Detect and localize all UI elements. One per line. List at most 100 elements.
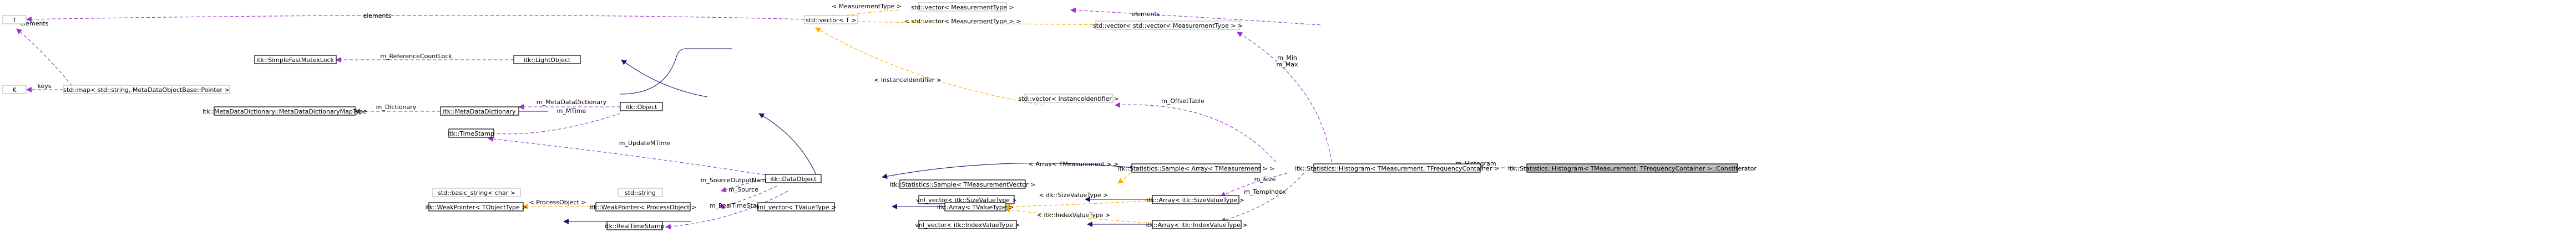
node-vector-t[interactable]: std::vector< T >: [804, 15, 858, 24]
node-k[interactable]: K: [2, 85, 27, 94]
node-array-indexvaluetype[interactable]: itk::Array< itk::IndexValueType >: [1146, 220, 1248, 229]
node-timestamp-label: itk::TimeStamp: [448, 130, 494, 137]
node-array-sizevaluetype-label: itk::Array< itk::SizeValueType >: [1147, 197, 1244, 204]
node-object-label: itk::Object: [626, 104, 658, 111]
node-histogram-constiterator-label: itk::Statistics::Histogram< TMeasurement…: [1508, 165, 1757, 172]
node-weakpointer-tobject-label: itk::WeakPointer< TObjectType >: [425, 204, 527, 211]
node-simplefastmutexlock[interactable]: itk::SimpleFastMutexLock: [254, 55, 337, 64]
node-object[interactable]: itk::Object: [620, 102, 663, 111]
node-histogram-constiterator[interactable]: itk::Statistics::Histogram< TMeasurement…: [1508, 163, 1757, 173]
node-simplefastmutexlock-label: itk::SimpleFastMutexLock: [256, 56, 334, 64]
label-instanceidentifier: < InstanceIdentifier >: [874, 76, 942, 84]
node-vector-measurementtype-label: std::vector< MeasurementType >: [911, 4, 1014, 11]
label-elements-vec: elements: [1131, 11, 1160, 18]
node-mdd-map-type[interactable]: itk::MetaDataDictionary::MetaDataDiction…: [203, 106, 367, 116]
label-indexvaluetype: < itk::IndexValueType >: [1037, 212, 1110, 219]
label-min: m_Min: [1277, 54, 1297, 61]
edge-histogram-size-to-array-size: [1220, 173, 1288, 197]
node-vnl-vector-sizevaluetype[interactable]: vnl_vector< itk::SizeValueType >: [916, 195, 1017, 204]
node-std-map[interactable]: std::map< std::string, MetaDataObjectBas…: [63, 85, 230, 94]
edge-object-mtime-to-timestamp: [488, 113, 621, 136]
edge-dataobject-realtimestamp-to-realtimestamp: [665, 190, 788, 230]
node-vector-instanceidentifier-label: std::vector< InstanceIdentifier >: [1018, 95, 1119, 102]
node-std-map-label: std::map< std::string, MetaDataObjectBas…: [63, 86, 230, 94]
label-metadatadict: m_MetaDataDictionary: [537, 99, 607, 106]
label-updatemtime: m_UpdateMTime: [619, 140, 671, 147]
edge-sample-array-to-dataobject: [882, 163, 1135, 179]
node-weakpointer-processobject-label: itk::WeakPointer< ProcessObject >: [590, 204, 697, 211]
edge-map-elements-to-t: [16, 28, 73, 86]
node-lightobject[interactable]: itk::LightObject: [513, 55, 581, 64]
node-dataobject[interactable]: itk::DataObject: [765, 174, 822, 183]
node-vnl-vector-indexvaluetype[interactable]: vnl_vector< itk::IndexValueType >: [915, 220, 1020, 229]
node-std-string[interactable]: std::string: [618, 188, 663, 197]
label-size: m_Size: [1254, 176, 1276, 183]
label-mtime: m_MTime: [557, 107, 586, 115]
node-k-label: K: [12, 86, 17, 94]
node-t[interactable]: T: [2, 15, 27, 24]
label-array-tmeasurement: < Array< TMeasurement > >: [1029, 161, 1119, 168]
edge-vec-inst-to-vector-t: [815, 27, 1044, 106]
node-metadatadictionary-label: itk::MetaDataDictionary: [443, 108, 516, 115]
label-elements-map: elements: [20, 20, 48, 27]
node-metadatadictionary[interactable]: itk::MetaDataDictionary: [440, 106, 519, 116]
node-timestamp[interactable]: itk::TimeStamp: [448, 128, 494, 138]
label-vec-measurementtype: < std::vector< MeasurementType > >: [904, 18, 1021, 25]
node-array-indexvaluetype-label: itk::Array< itk::IndexValueType >: [1146, 221, 1247, 229]
node-vnl-vector-indexvaluetype-label: vnl_vector< itk::IndexValueType >: [915, 221, 1020, 229]
node-array-tvaluetype[interactable]: itk::Array< TValueType >: [937, 202, 1014, 212]
node-vector-vector-measurementtype[interactable]: std::vector< std::vector< MeasurementTyp…: [1093, 20, 1243, 30]
node-array-sizevaluetype[interactable]: itk::Array< itk::SizeValueType >: [1147, 195, 1244, 204]
node-basic-string[interactable]: std::basic_string< char >: [432, 188, 521, 197]
label-tempindex: m_TempIndex: [1244, 188, 1286, 195]
edge-dataobject-to-object: [758, 113, 819, 181]
label-dictionary: m_Dictionary: [376, 104, 417, 111]
edge-histogram-offsettable-to-vec-inst: [1115, 102, 1277, 163]
label-realtimestamp: m_RealTimeStamp: [710, 202, 767, 209]
edge-vector-t-elements-to-t: [26, 14, 805, 22]
node-histogram-label: itk::Statistics::Histogram< TMeasurement…: [1295, 165, 1499, 172]
label-elements-t: elements: [363, 12, 391, 19]
node-lightobject-label: itk::LightObject: [524, 56, 571, 64]
edge-array-size-to-array-t: [1005, 200, 1153, 209]
node-weakpointer-processobject[interactable]: itk::WeakPointer< ProcessObject >: [590, 202, 697, 212]
node-dataobject-label: itk::DataObject: [770, 176, 817, 183]
label-measurementtype: < MeasurementType >: [832, 3, 902, 10]
node-vnl-vector-tvaluetype[interactable]: vnl_vector< TValueType >: [756, 202, 837, 212]
node-realtimestamp-label: itk::RealTimeStamp: [605, 223, 665, 230]
label-keys: keys: [38, 83, 52, 90]
edge-lightobject-to-object: [620, 48, 732, 95]
node-histogram[interactable]: itk::Statistics::Histogram< TMeasurement…: [1295, 163, 1499, 173]
edge-object-from-lightobject: [621, 59, 708, 97]
node-weakpointer-tobject[interactable]: itk::WeakPointer< TObjectType >: [425, 202, 527, 212]
label-max: m_Max: [1277, 61, 1298, 68]
node-array-tvaluetype-label: itk::Array< TValueType >: [937, 204, 1014, 211]
node-sample-tmeasurementvector[interactable]: itk::Statistics::Sample< TMeasurementVec…: [890, 179, 1036, 189]
node-vnl-vector-sizevaluetype-label: vnl_vector< itk::SizeValueType >: [916, 197, 1017, 204]
edge-histogram-tempindex-to-array-index: [1220, 173, 1304, 223]
label-offsettable: m_OffsetTable: [1161, 97, 1205, 105]
edge-vec-vec-mt-elements-to-vec-mt: [1070, 7, 1321, 25]
label-source: m_Source: [728, 186, 758, 193]
label-refcountlock: m_ReferenceCountLock: [380, 53, 452, 60]
label-processobject: < ProcessObject >: [529, 199, 586, 206]
node-vector-measurementtype[interactable]: std::vector< MeasurementType >: [911, 2, 1014, 12]
node-vnl-vector-tvaluetype-label: vnl_vector< TValueType >: [756, 204, 837, 211]
label-sourceoutputname: m_SourceOutputName: [701, 177, 770, 184]
node-vector-instanceidentifier[interactable]: std::vector< InstanceIdentifier >: [1018, 94, 1119, 103]
edge-array-index-to-array-t: [1005, 207, 1153, 224]
node-sample-array-tmeasurement[interactable]: itk::Statistics::Sample< Array< TMeasure…: [1118, 163, 1275, 173]
edge-histogram-minmax-to-vec-vec-mt: [1237, 32, 1332, 163]
node-vector-vector-measurementtype-label: std::vector< std::vector< MeasurementTyp…: [1093, 22, 1243, 29]
edge-dataobject-updatemtime-to-timestamp: [488, 136, 766, 176]
node-sample-array-tmeasurement-label: itk::Statistics::Sample< Array< TMeasure…: [1118, 165, 1275, 172]
edge-dataobject-source-to-wp-po: [718, 185, 777, 209]
node-mdd-map-type-label: itk::MetaDataDictionary::MetaDataDiction…: [203, 108, 367, 115]
node-realtimestamp[interactable]: itk::RealTimeStamp: [605, 221, 665, 230]
node-vector-t-label: std::vector< T >: [806, 17, 856, 24]
node-sample-tmeasurementvector-label: itk::Statistics::Sample< TMeasurementVec…: [890, 181, 1036, 188]
label-sizevaluetype: < itk::SizeValueType >: [1039, 192, 1109, 199]
node-basic-string-label: std::basic_string< char >: [438, 189, 515, 197]
node-std-string-label: std::string: [625, 189, 656, 197]
